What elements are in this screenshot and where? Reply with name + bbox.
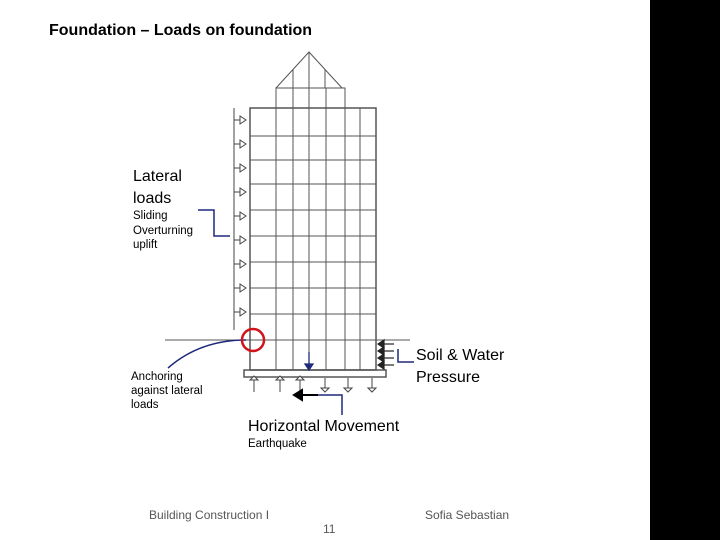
lateral-line-2: loads <box>133 190 172 207</box>
anchoring-line-2: against lateral <box>131 385 203 397</box>
sliding-text: Sliding <box>133 210 168 222</box>
lateral-effects-label: Sliding Overturning uplift <box>133 209 193 253</box>
lateral-load-arrows <box>233 108 247 330</box>
overturning-text: Overturning <box>133 224 194 237</box>
leader-soil <box>397 349 414 363</box>
upper-tower <box>275 87 346 109</box>
uplift-text: uplift <box>133 239 158 251</box>
foundation-reaction-arrows <box>248 375 378 393</box>
building-load-diagram <box>165 51 414 415</box>
building-frame <box>249 107 377 371</box>
right-black-bar <box>650 0 720 540</box>
gravity-arrow <box>303 352 315 372</box>
building-columns <box>275 108 361 370</box>
anchoring-highlight-circle <box>240 327 266 353</box>
soil-line-2: Pressure <box>416 369 481 386</box>
soil-water-pressure-label: Soil & Water Pressure <box>416 345 504 389</box>
leader-lines <box>167 209 414 415</box>
soil-pressure-arrows <box>376 338 394 371</box>
leader-horizontal <box>318 394 343 415</box>
lateral-line-1: Lateral <box>133 168 182 185</box>
lateral-loads-label: Lateral loads <box>133 166 182 210</box>
horizontal-movement-label: Horizontal Movement <box>248 418 400 435</box>
leader-sliding <box>198 209 230 237</box>
anchoring-line-1: Anchoring <box>131 371 183 383</box>
slide-title: Foundation – Loads on foundation <box>49 22 313 39</box>
leader-anchoring <box>167 339 247 369</box>
foundation-slab <box>243 369 387 378</box>
footer-course: Building Construction I <box>149 508 270 522</box>
anchoring-line-3: loads <box>131 399 159 411</box>
anchoring-label: Anchoring against lateral loads <box>131 370 203 412</box>
page-number: 11 <box>323 522 336 536</box>
footer-author: Sofia Sebastian <box>425 508 510 522</box>
horizontal-movement-arrow <box>292 388 318 402</box>
earthquake-label: Earthquake <box>248 438 307 450</box>
soil-line-1: Soil & Water <box>416 347 505 364</box>
building-floors <box>250 135 376 341</box>
